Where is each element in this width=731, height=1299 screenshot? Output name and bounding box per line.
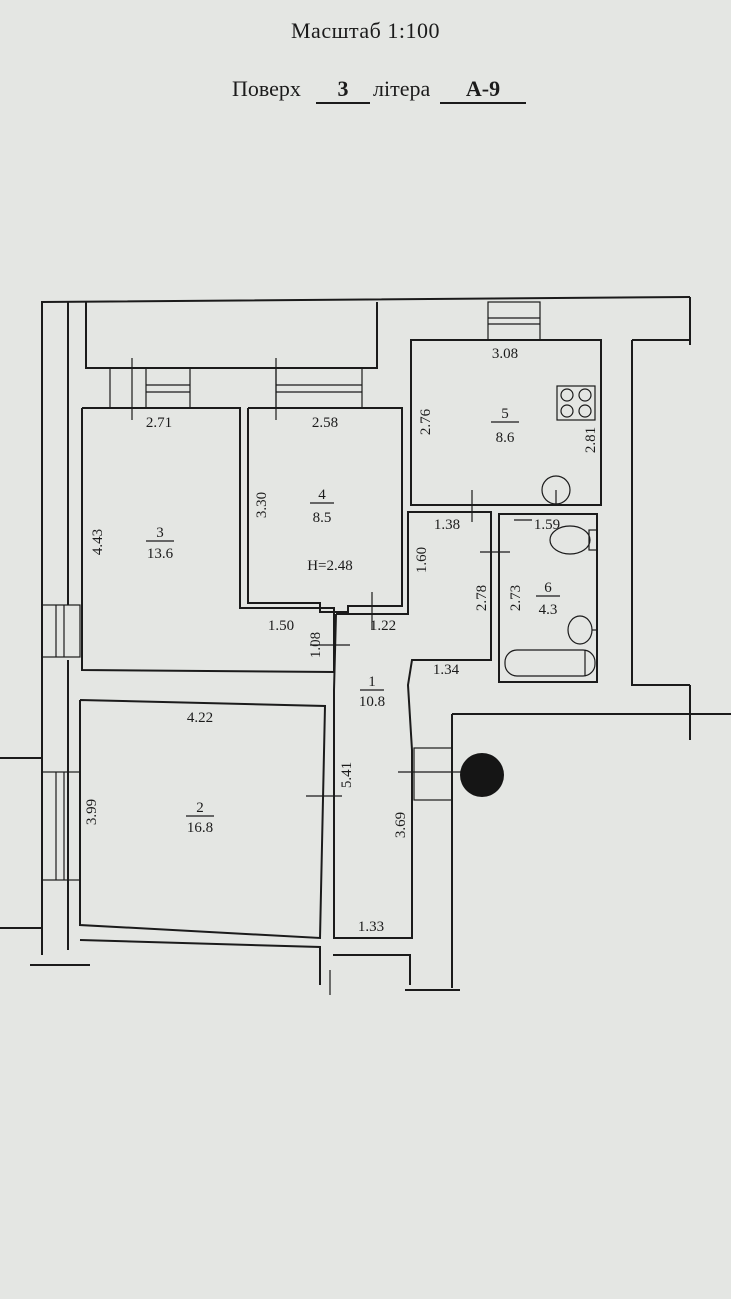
dim-r4-top: 2.58	[312, 415, 338, 431]
floor-label: Поверх	[232, 76, 301, 101]
kitchen-sink-icon	[541, 475, 571, 505]
room-number: 6	[544, 580, 552, 596]
room-label-2: 2 16.8	[186, 800, 214, 836]
dim-r2-left: 3.99	[84, 799, 100, 825]
room-area: 8.6	[496, 430, 515, 446]
scale-label: Масштаб 1:100	[291, 18, 440, 43]
room-label-4: 4 8.5 H=2.48	[307, 487, 353, 574]
dim-r5-top: 3.08	[492, 346, 518, 362]
dim-r5-right: 2.81	[583, 427, 599, 453]
room-number: 2	[196, 800, 204, 816]
room-number: 5	[501, 406, 509, 422]
room-number: 1	[368, 674, 376, 690]
room-1-walls	[333, 511, 492, 939]
washbasin-icon	[567, 615, 597, 645]
dim-r6-top: 1.59	[534, 517, 560, 533]
stove-icon	[556, 385, 596, 421]
dim-corr-top-left: 1.50	[268, 618, 294, 634]
ceiling-height: H=2.48	[307, 558, 353, 574]
dim-r5-left: 2.76	[418, 408, 434, 435]
room-6-walls	[498, 513, 598, 683]
dim-corr-bottom: 1.33	[358, 919, 384, 935]
room-area: 16.8	[187, 820, 213, 836]
dim-corr-top-mid: 1.22	[370, 618, 396, 634]
door-ticks	[306, 490, 532, 995]
room-label-3: 3 13.6	[146, 525, 174, 562]
room-4-walls	[247, 407, 403, 613]
exterior-walls	[0, 296, 731, 991]
room-2-walls	[79, 699, 327, 940]
dim-r3-left: 4.43	[90, 529, 106, 555]
room-area: 13.6	[147, 546, 174, 562]
bathtub-icon	[504, 649, 596, 677]
windows-left	[41, 604, 81, 881]
dim-r3-top: 2.71	[146, 415, 172, 431]
dim-corr-right: 2.78	[474, 585, 490, 611]
room-label-6: 6 4.3	[536, 580, 560, 618]
letter-value: А-9	[440, 76, 526, 104]
dim-corr-mid: 1.34	[433, 662, 460, 678]
dim-r6-left: 2.73	[508, 585, 524, 611]
dim-corr-lower: 3.69	[393, 812, 409, 838]
dim-bath-nook-side: 1.60	[414, 547, 430, 573]
room-5-walls	[410, 339, 602, 506]
room-area: 10.8	[359, 694, 385, 710]
balcony	[85, 301, 541, 420]
dim-bath-nook: 1.38	[434, 517, 460, 533]
toilet-icon	[549, 525, 598, 555]
dim-corr-long: 5.41	[339, 762, 355, 788]
dimension-labels: 2.71 2.58 3.08 1.38 1.59 1.50 1.22 1.34 …	[146, 346, 560, 935]
room-area: 4.3	[539, 602, 558, 618]
room-3-walls	[81, 407, 335, 674]
room-number: 4	[318, 487, 326, 503]
room-label-1: 1 10.8	[359, 674, 385, 710]
room-area: 8.5	[313, 510, 332, 526]
dim-corr-notch: 1.08	[308, 632, 324, 658]
dimension-labels-vertical: 4.43 3.30 2.76 2.81 1.60 2.78 2.73 1.08 …	[84, 408, 599, 838]
dim-r4-left: 3.30	[254, 492, 270, 518]
room-number: 3	[156, 525, 164, 541]
floor-value: 3	[316, 76, 370, 104]
dim-r2-top: 4.22	[187, 710, 213, 726]
stain-marker	[460, 753, 504, 797]
room-label-5: 5 8.6	[491, 406, 519, 446]
entrance-door	[398, 747, 472, 801]
letter-label: літера	[373, 76, 431, 101]
